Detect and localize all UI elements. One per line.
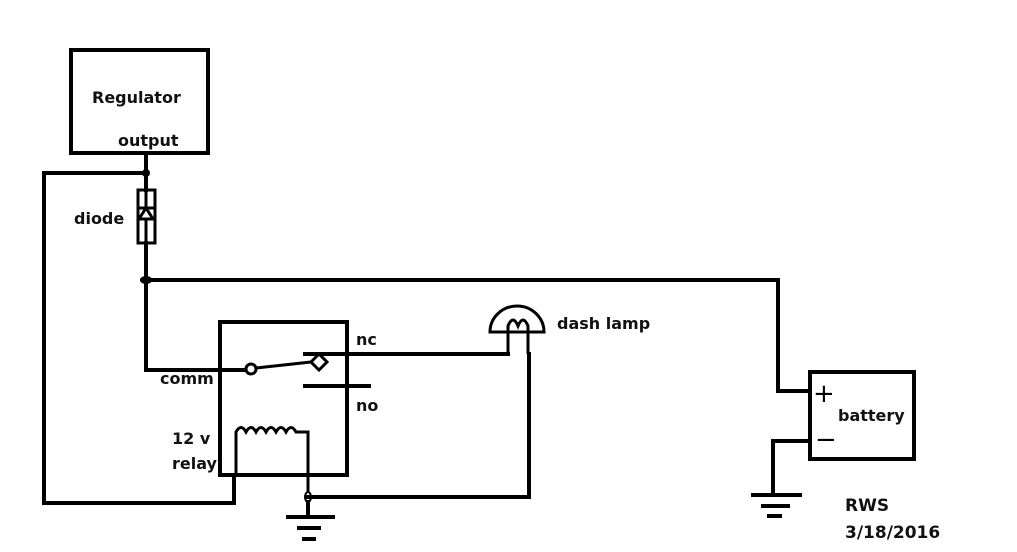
nc-label: nc <box>356 330 377 349</box>
dash-lamp-label: dash lamp <box>557 314 650 333</box>
no-label: no <box>356 396 378 415</box>
regulator-output-label: output <box>118 131 179 150</box>
relay-switch-arm <box>255 360 312 370</box>
ground-icon-battery <box>751 493 802 518</box>
battery-label: battery <box>838 406 905 425</box>
relay-coil-icon <box>234 426 310 496</box>
wire-lamp-to-ground <box>306 352 531 499</box>
diode: diode <box>74 188 157 245</box>
battery-box <box>808 370 916 461</box>
relay-voltage-label: 12 v <box>172 429 211 448</box>
relay: comm nc no 12 v relay <box>160 320 510 496</box>
battery: + − battery <box>808 370 916 461</box>
ground-icon-relay <box>286 515 335 541</box>
signature-author: RWS <box>845 496 889 516</box>
battery-negative-icon: − <box>815 425 837 455</box>
nc-contact-diamond-icon <box>308 351 330 373</box>
relay-label: relay <box>172 454 218 473</box>
wire-output-to-coil <box>42 171 236 505</box>
wire-junction-to-battery <box>144 278 812 393</box>
regulator: Regulator output <box>69 48 210 155</box>
diode-label: diode <box>74 209 124 228</box>
wire-battery-to-ground <box>771 439 812 496</box>
regulator-label: Regulator <box>92 88 181 107</box>
relay-box <box>218 320 349 477</box>
dash-lamp: dash lamp <box>488 304 650 354</box>
lamp-dome-icon <box>488 304 546 334</box>
comm-contact <box>244 362 258 376</box>
regulator-box <box>69 48 210 155</box>
signature-date: 3/18/2016 <box>845 523 940 543</box>
comm-label: comm <box>160 369 214 388</box>
lamp-filament-icon <box>506 318 530 354</box>
battery-positive-icon: + <box>813 379 835 409</box>
wire-junction-to-comm <box>144 278 250 372</box>
diode-triangle-icon <box>136 205 156 221</box>
